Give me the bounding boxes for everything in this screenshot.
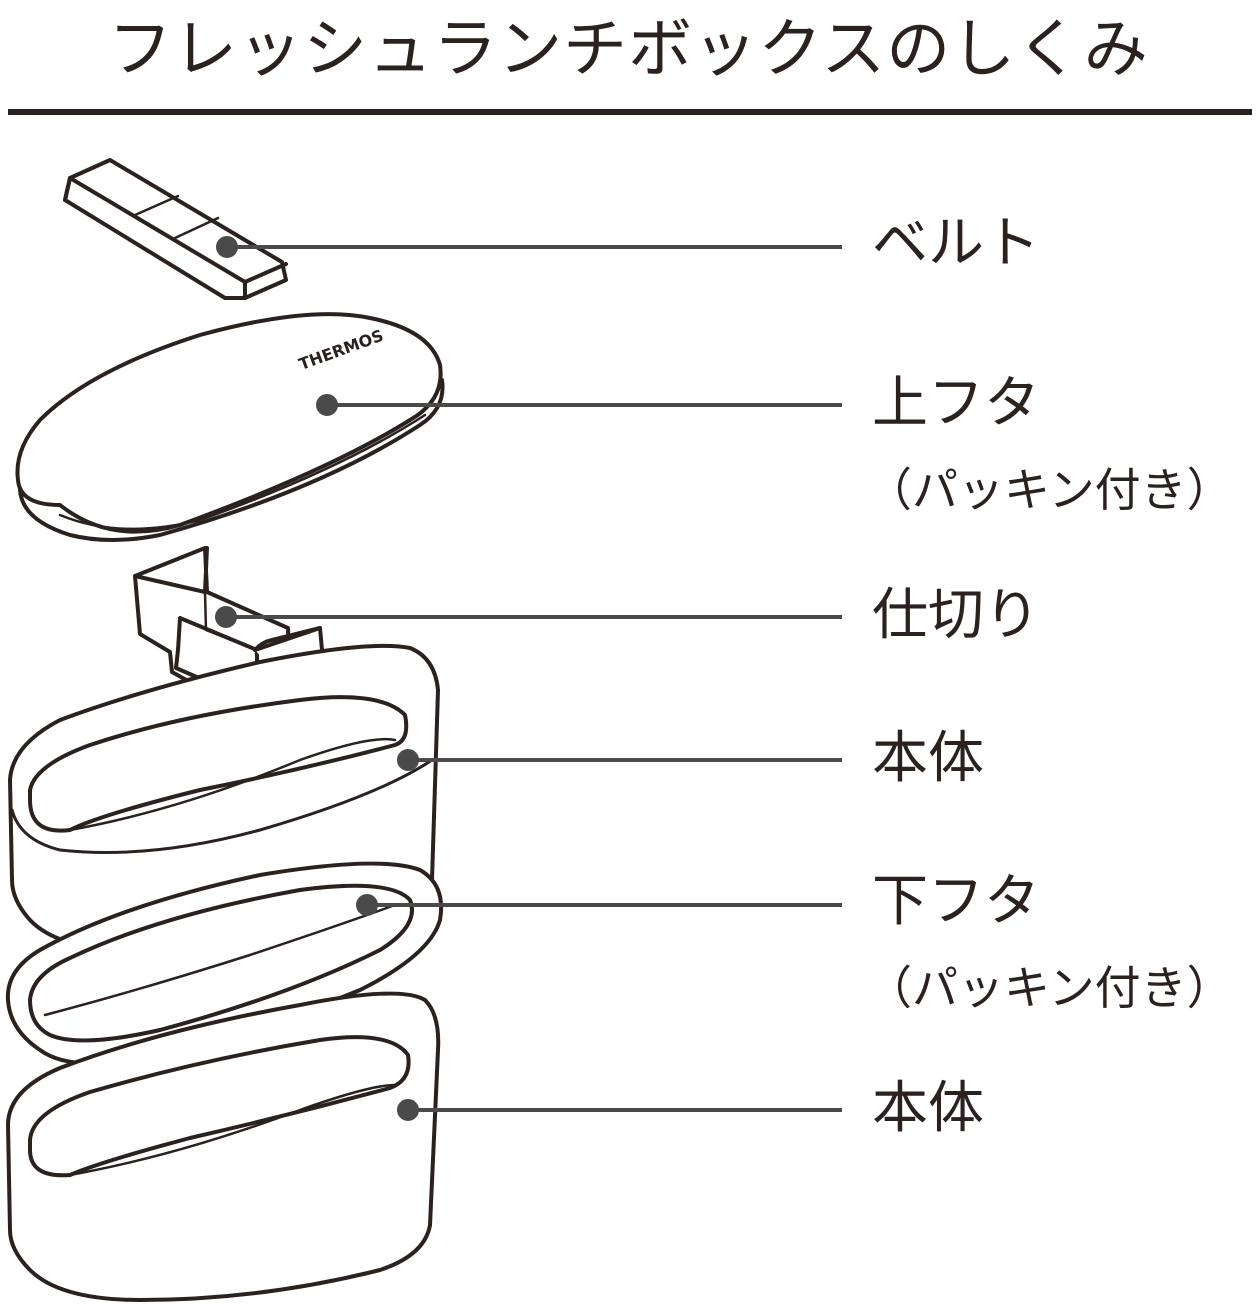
- part-label-lower-body: 本体: [872, 1076, 984, 1141]
- leader-dot-upper-lid: [316, 394, 338, 416]
- part-label-upper-lid: 上フタ: [872, 371, 1040, 436]
- part-label-belt: ベルト: [872, 211, 1040, 276]
- lower-lid-drawing: [5, 861, 443, 1066]
- lower-body-drawing: [6, 991, 441, 1302]
- part-label-upper-body: 本体: [872, 726, 984, 791]
- part-note-upper-lid: （パッキン付き）: [866, 463, 1233, 517]
- upper-lid-drawing: THERMOS: [15, 312, 445, 542]
- part-label-lower-lid: 下フタ: [872, 869, 1040, 934]
- leader-dot-belt: [216, 236, 238, 258]
- leader-dot-divider: [215, 606, 237, 628]
- leader-dot-lower-lid: [356, 894, 378, 916]
- part-label-divider: 仕切り: [872, 583, 1040, 648]
- diagram-title: フレッシュランチボックスのしくみ: [108, 13, 1149, 87]
- belt-drawing: [63, 158, 288, 300]
- leader-dot-upper-body: [397, 749, 419, 771]
- leader-dot-lower-body: [397, 1099, 419, 1121]
- part-note-lower-lid: （パッキン付き）: [866, 961, 1233, 1015]
